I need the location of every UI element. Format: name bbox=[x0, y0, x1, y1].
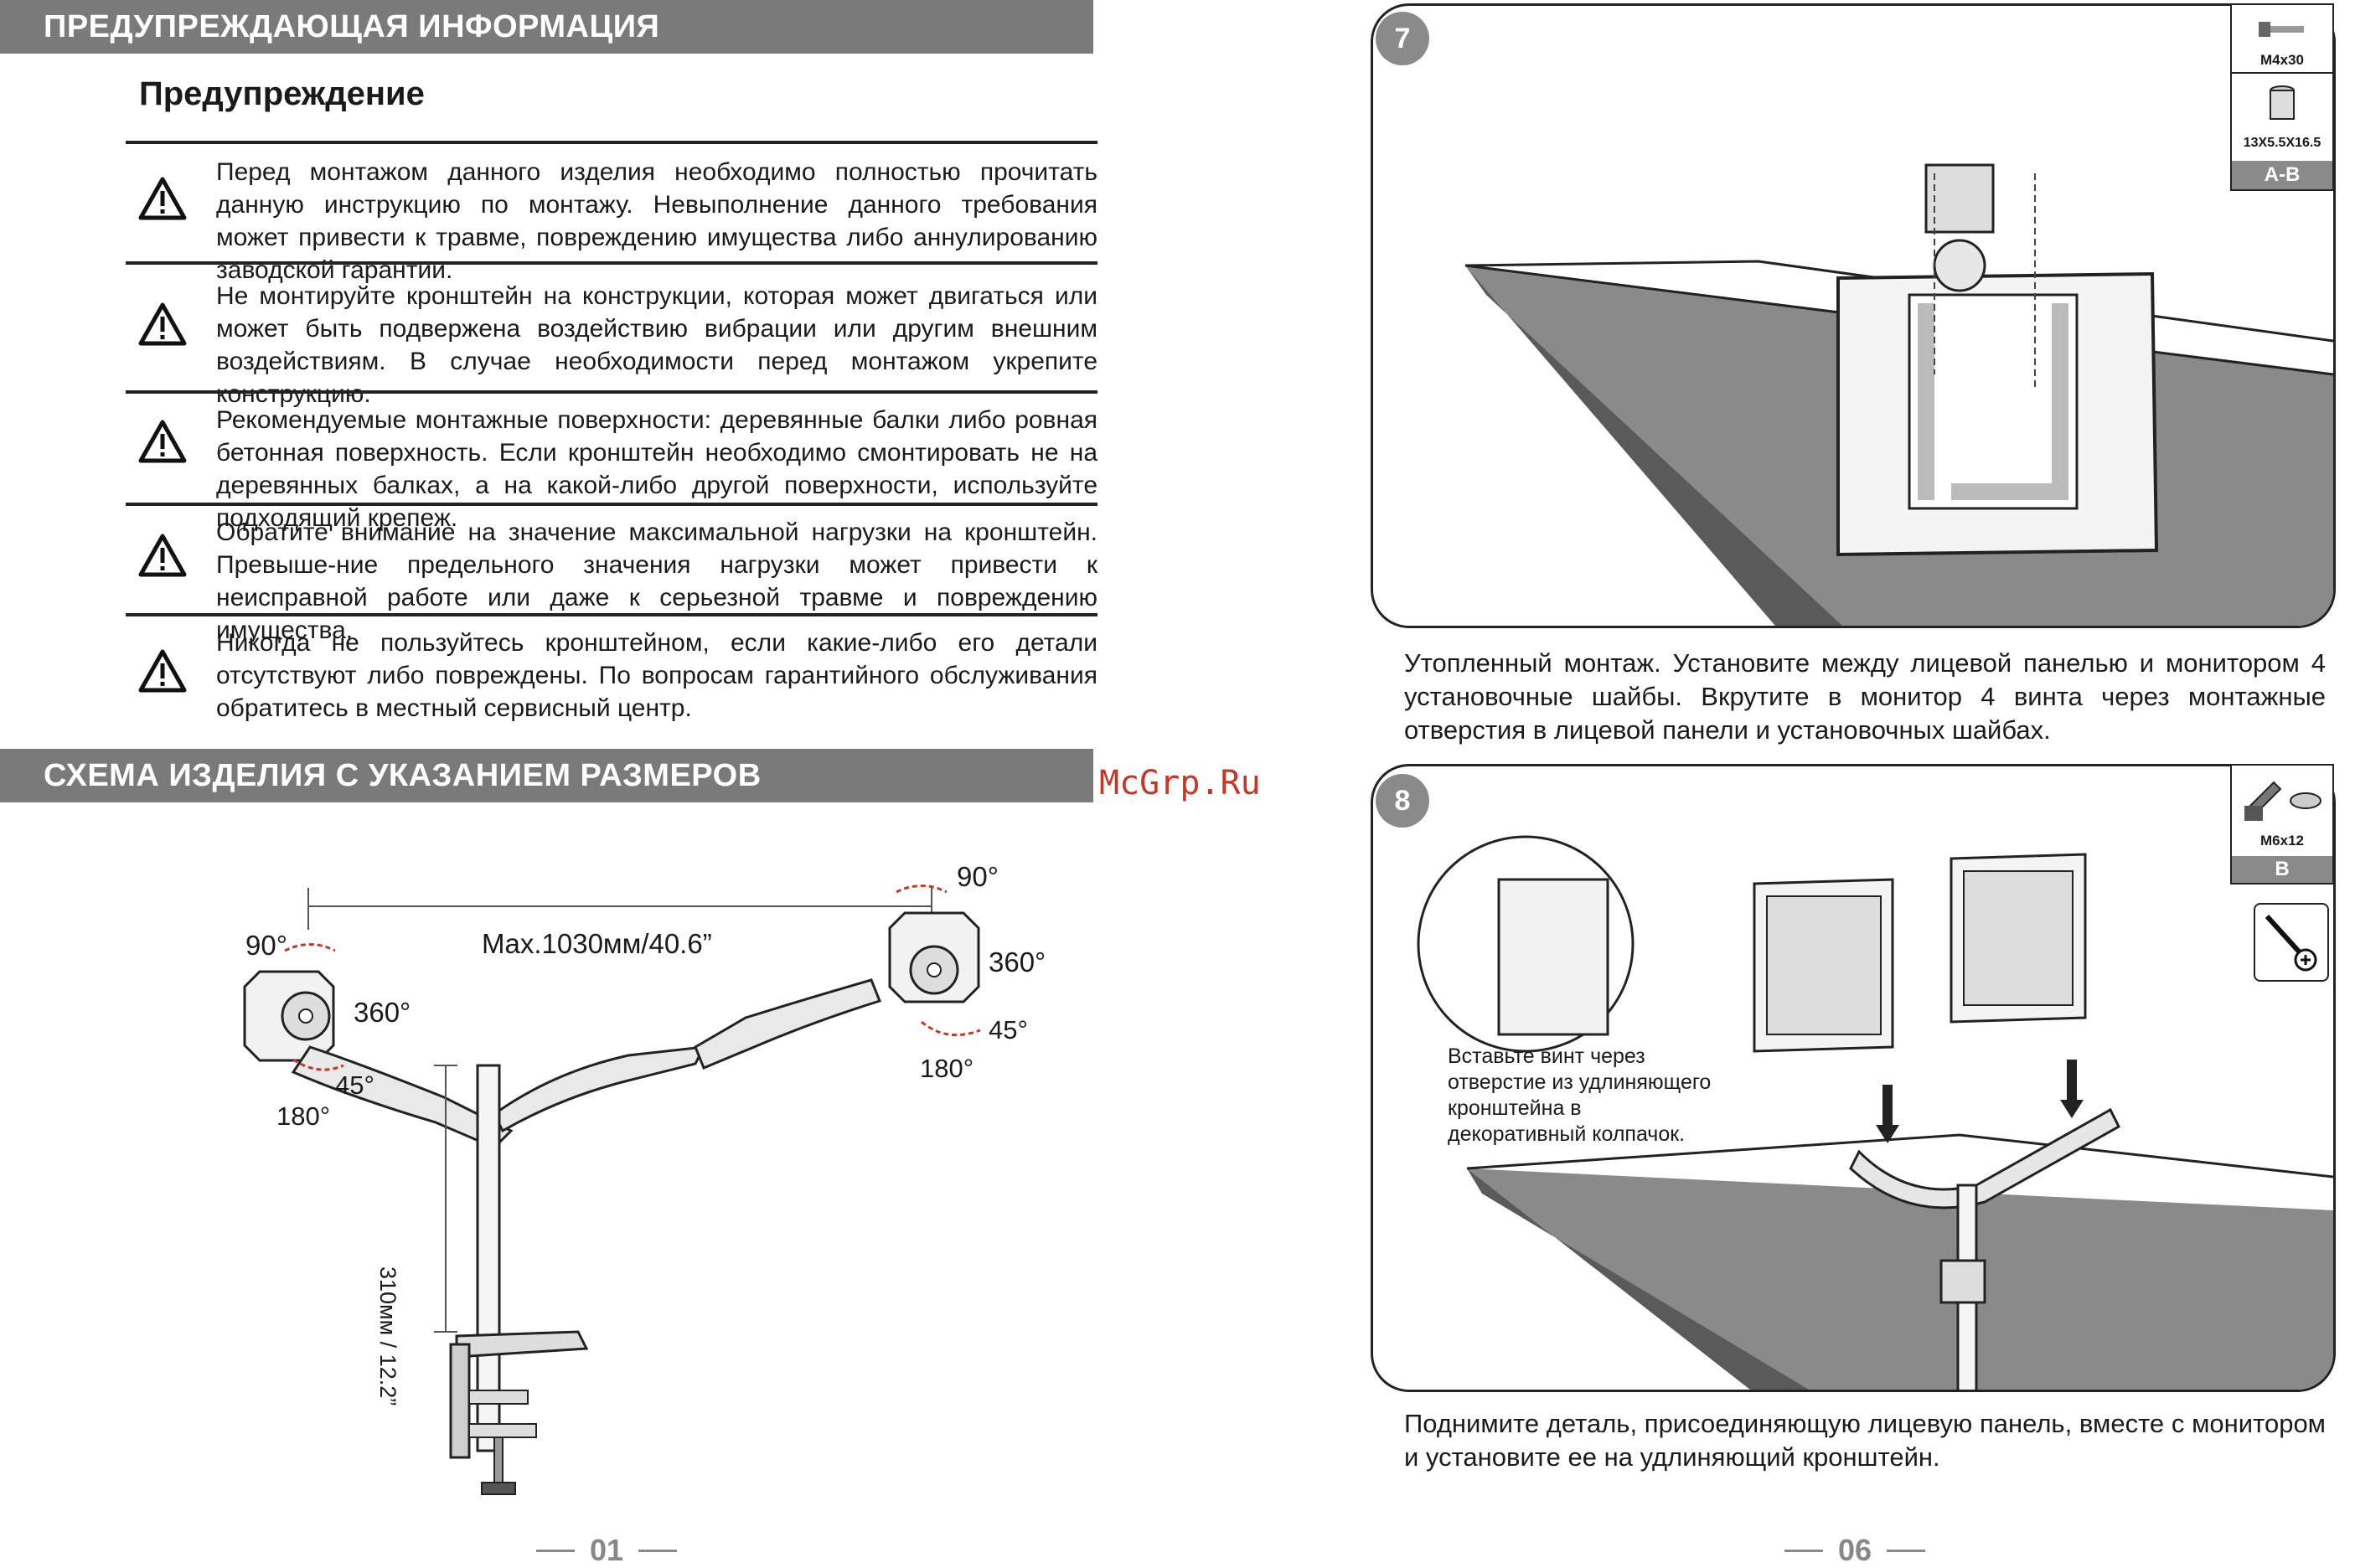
warning-item: Перед монтажом данного изделия необходим… bbox=[126, 141, 1097, 284]
right-turn-label: 180° bbox=[920, 1054, 974, 1083]
step8-caption: Поднимите деталь, присоединяющую лицевую… bbox=[1404, 1409, 2326, 1472]
max-span-label: Max.1030мм/40.6” bbox=[482, 928, 712, 959]
part-m6x12: M6x12 bbox=[2260, 833, 2304, 848]
warning-heading: Предупреждение bbox=[139, 75, 425, 112]
warning-text: Обратите внимание на значение максимальн… bbox=[216, 518, 1097, 644]
step7-parts-box: M4x30 13X5.5X16.5 A-B bbox=[2230, 3, 2334, 191]
section-banner-diagram: СХЕМА ИЗДЕЛИЯ С УКАЗАНИЕМ РАЗМЕРОВ bbox=[0, 749, 1093, 802]
right-rotate-label: 360° bbox=[989, 946, 1046, 977]
page-number-right: 06 bbox=[1784, 1533, 1926, 1568]
screwdriver-icon bbox=[2265, 914, 2317, 972]
section-title-warnings: ПРЕДУПРЕЖДАЮЩАЯ ИНФОРМАЦИЯ bbox=[44, 8, 660, 44]
right-tilt-up-label: 90° bbox=[957, 861, 999, 892]
left-swivel-label: 45° bbox=[335, 1070, 374, 1100]
warning-text: Рекомендуемые монтажные поверхности: дер… bbox=[216, 406, 1097, 532]
step7-parts-label: A-B bbox=[2232, 161, 2332, 189]
warning-item: Обратите внимание на значение максимальн… bbox=[126, 503, 1097, 644]
part-m4x30: M4x30 bbox=[2260, 52, 2304, 68]
step7-badge: 7 bbox=[1376, 12, 1429, 65]
step7-number: 7 bbox=[1394, 22, 1411, 54]
step8-parts-label: B bbox=[2232, 856, 2332, 883]
step7-caption: Утопленный монтаж. Установите между лице… bbox=[1404, 648, 2326, 745]
step8-number: 8 bbox=[1394, 784, 1411, 817]
bolt-and-cap-icon bbox=[2244, 781, 2321, 821]
left-rotate-label: 360° bbox=[354, 997, 411, 1028]
warning-triangle-icon bbox=[138, 649, 187, 693]
part-spacer: 13X5.5X16.5 bbox=[2243, 136, 2321, 150]
warning-item: Рекомендуемые монтажные поверхности: дер… bbox=[126, 390, 1097, 532]
warning-triangle-icon bbox=[138, 534, 187, 577]
warning-item: Не монтируйте кронштейн на конструкции, … bbox=[126, 261, 1097, 408]
step7-illustration bbox=[1464, 163, 2333, 626]
watermark: McGrp.Ru bbox=[1099, 764, 1261, 802]
step8-inset-note: Вставьте винт через отверстие из удлиняю… bbox=[1448, 1044, 1712, 1146]
warning-text: Перед монтажом данного изделия необходим… bbox=[216, 158, 1097, 284]
page-number-right-value: 06 bbox=[1838, 1533, 1872, 1567]
left-turn-label: 180° bbox=[276, 1101, 331, 1131]
right-swivel-label: 45° bbox=[989, 1015, 1028, 1044]
left-tilt-up-label: 90° bbox=[245, 930, 287, 961]
warning-item: Никогда не пользуйтесь кронштейном, если… bbox=[126, 613, 1097, 725]
step8-parts-box: M6x12 B bbox=[2230, 764, 2334, 885]
warning-triangle-icon bbox=[138, 177, 187, 220]
step7-panel bbox=[1371, 3, 2336, 628]
step8-panel bbox=[1371, 764, 2336, 1392]
washer-icon bbox=[2270, 85, 2295, 120]
warning-text: Никогда не пользуйтесь кронштейном, если… bbox=[216, 629, 1097, 722]
section-title-diagram: СХЕМА ИЗДЕЛИЯ С УКАЗАНИЕМ РАЗМЕРОВ bbox=[44, 757, 762, 793]
step8-illustration bbox=[1417, 835, 2333, 1390]
warning-text: Не монтируйте кронштейн на конструкции, … bbox=[216, 282, 1097, 408]
screw-icon bbox=[2259, 22, 2304, 37]
section-banner-warnings: ПРЕДУПРЕЖДАЮЩАЯ ИНФОРМАЦИЯ bbox=[0, 0, 1093, 54]
page-number-left: 01 bbox=[536, 1533, 678, 1568]
step8-badge: 8 bbox=[1376, 774, 1429, 828]
screwdriver-tool-box bbox=[2254, 903, 2329, 982]
warning-triangle-icon bbox=[138, 420, 187, 463]
height-label: 310мм / 12.2” bbox=[375, 1266, 400, 1406]
warning-triangle-icon bbox=[138, 302, 187, 346]
page-number-left-value: 01 bbox=[590, 1533, 624, 1567]
dual-arm-dimension-diagram bbox=[243, 885, 981, 1495]
